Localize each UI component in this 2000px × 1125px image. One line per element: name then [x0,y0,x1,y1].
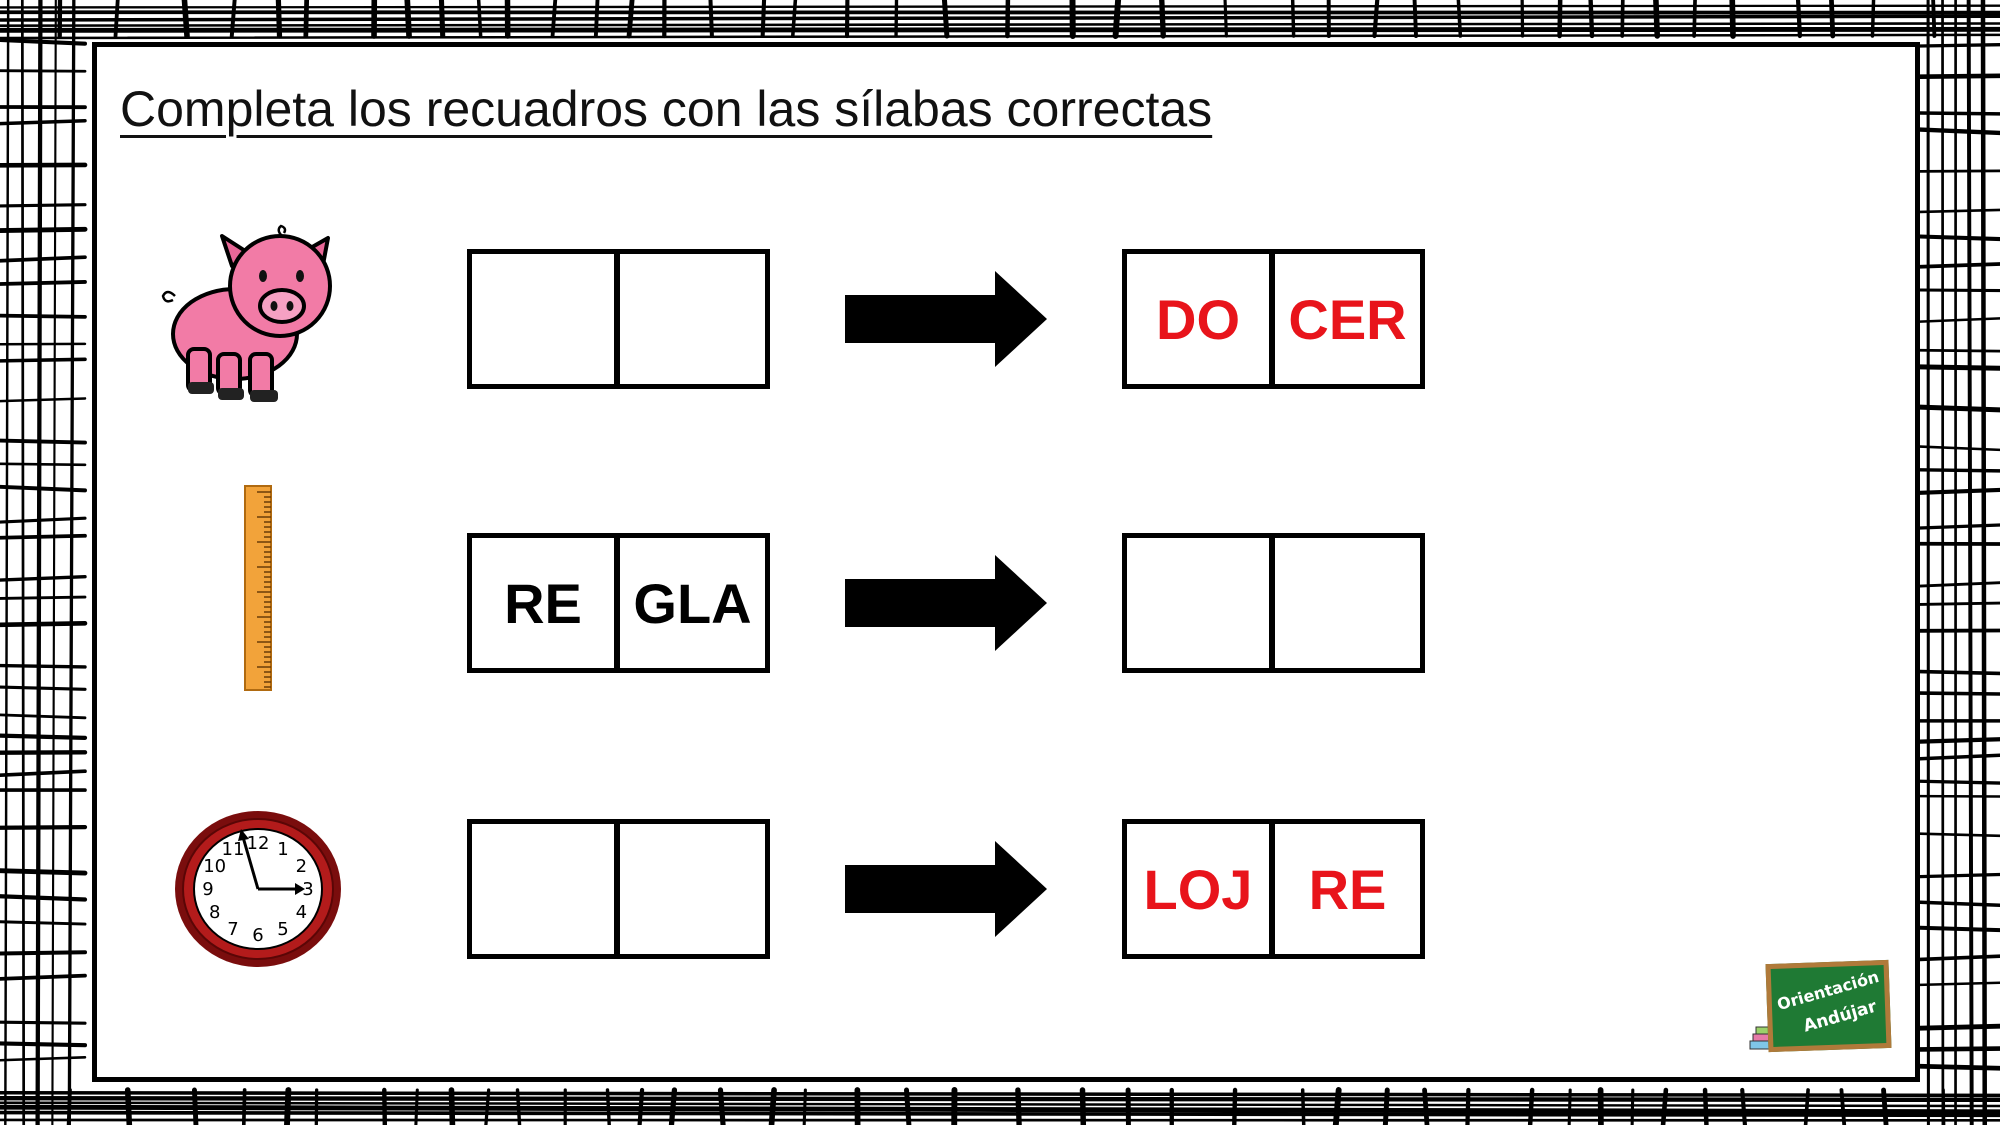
scrambled-syllables: DO CER [1122,249,1425,389]
syllable-box[interactable] [615,249,770,389]
clock-number: 1 [277,839,288,860]
syllable-box[interactable]: RE [467,533,619,673]
clock-number: 8 [209,902,220,923]
right-arrow-icon [845,841,1047,937]
ruler-picture [244,485,272,691]
clock-number: 10 [203,856,226,877]
clock-number: 11 [222,839,245,860]
syllable-box[interactable] [467,249,619,389]
syllable-box[interactable]: GLA [615,533,770,673]
page-title: Completa los recuadros con las sílabas c… [120,81,1213,137]
answer-boxes: RE GLA [467,533,770,673]
syllable-box: DO [1122,249,1274,389]
clock-number: 4 [296,902,307,923]
clock-number: 12 [247,833,270,854]
syllable-box: RE [1270,819,1425,959]
clock-number: 6 [252,925,263,946]
clock-number: 3 [302,879,313,900]
scrambled-syllables: LOJ RE [1122,819,1425,959]
syllable-box[interactable] [467,819,619,959]
logo-chalkboard: Orientación Andújar [1765,959,1892,1053]
answer-boxes [467,249,770,389]
syllable-box[interactable] [615,819,770,959]
clock-number: 2 [296,856,307,877]
syllable-box [1270,533,1425,673]
syllable-box: LOJ [1122,819,1274,959]
exercise-row-ruler: RE GLA [0,485,2000,691]
right-arrow-icon [845,555,1047,651]
pig-picture [161,224,332,402]
right-arrow-icon [845,271,1047,367]
clock-number: 5 [277,919,288,940]
clock-number: 9 [202,879,213,900]
syllable-box: CER [1270,249,1425,389]
scrambled-syllables [1122,533,1425,673]
syllable-box [1122,533,1274,673]
exercise-row-pig: DO CER [0,224,2000,402]
clock-number: 7 [227,919,238,940]
answer-boxes [467,819,770,959]
